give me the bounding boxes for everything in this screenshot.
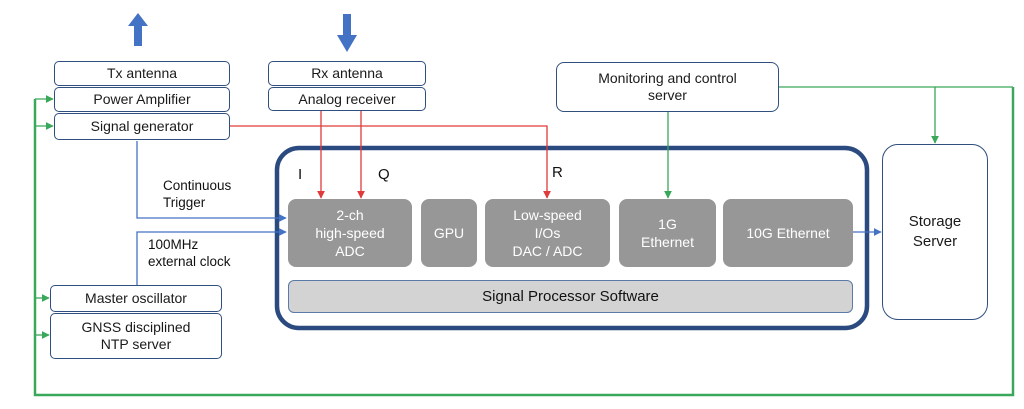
storage-server-box: Storage Server [882, 144, 988, 320]
clock-line [136, 228, 287, 285]
r-channel-label: R [552, 164, 563, 181]
ethernet-1g-block: 1G Ethernet [619, 199, 716, 267]
rx-antenna-box: Rx antenna [268, 61, 426, 86]
signal-generator-box: Signal generator [54, 113, 230, 140]
gpu-block: GPU [421, 199, 477, 267]
control-bus-line [33, 87, 1015, 397]
master-oscillator-box: Master oscillator [50, 285, 222, 312]
low-speed-io-block: Low-speed I/Os DAC / ADC [485, 199, 610, 267]
continuous-trigger-label: Continuous Trigger [163, 178, 232, 210]
power-amplifier-box: Power Amplifier [54, 87, 230, 112]
analog-receiver-box: Analog receiver [268, 87, 426, 111]
tx-antenna-box: Tx antenna [54, 61, 230, 86]
signal-processor-software-bar: Signal Processor Software [288, 280, 853, 313]
adc-block: 2-ch high-speed ADC [288, 199, 412, 267]
external-clock-label: 100MHz external clock [148, 237, 231, 269]
arrow-down-icon [337, 14, 357, 52]
trigger-line [136, 141, 287, 222]
i-channel-label: I [298, 166, 303, 183]
r-channel-line [230, 125, 551, 199]
q-channel-label: Q [378, 166, 390, 183]
arrow-up-icon [128, 13, 148, 46]
ethernet-10g-block: 10G Ethernet [723, 199, 853, 267]
gnss-ntp-server-box: GNSS disciplined NTP server [50, 313, 222, 359]
control-to-storage-line [779, 86, 939, 144]
monitoring-control-server-box: Monitoring and control server [556, 62, 779, 112]
